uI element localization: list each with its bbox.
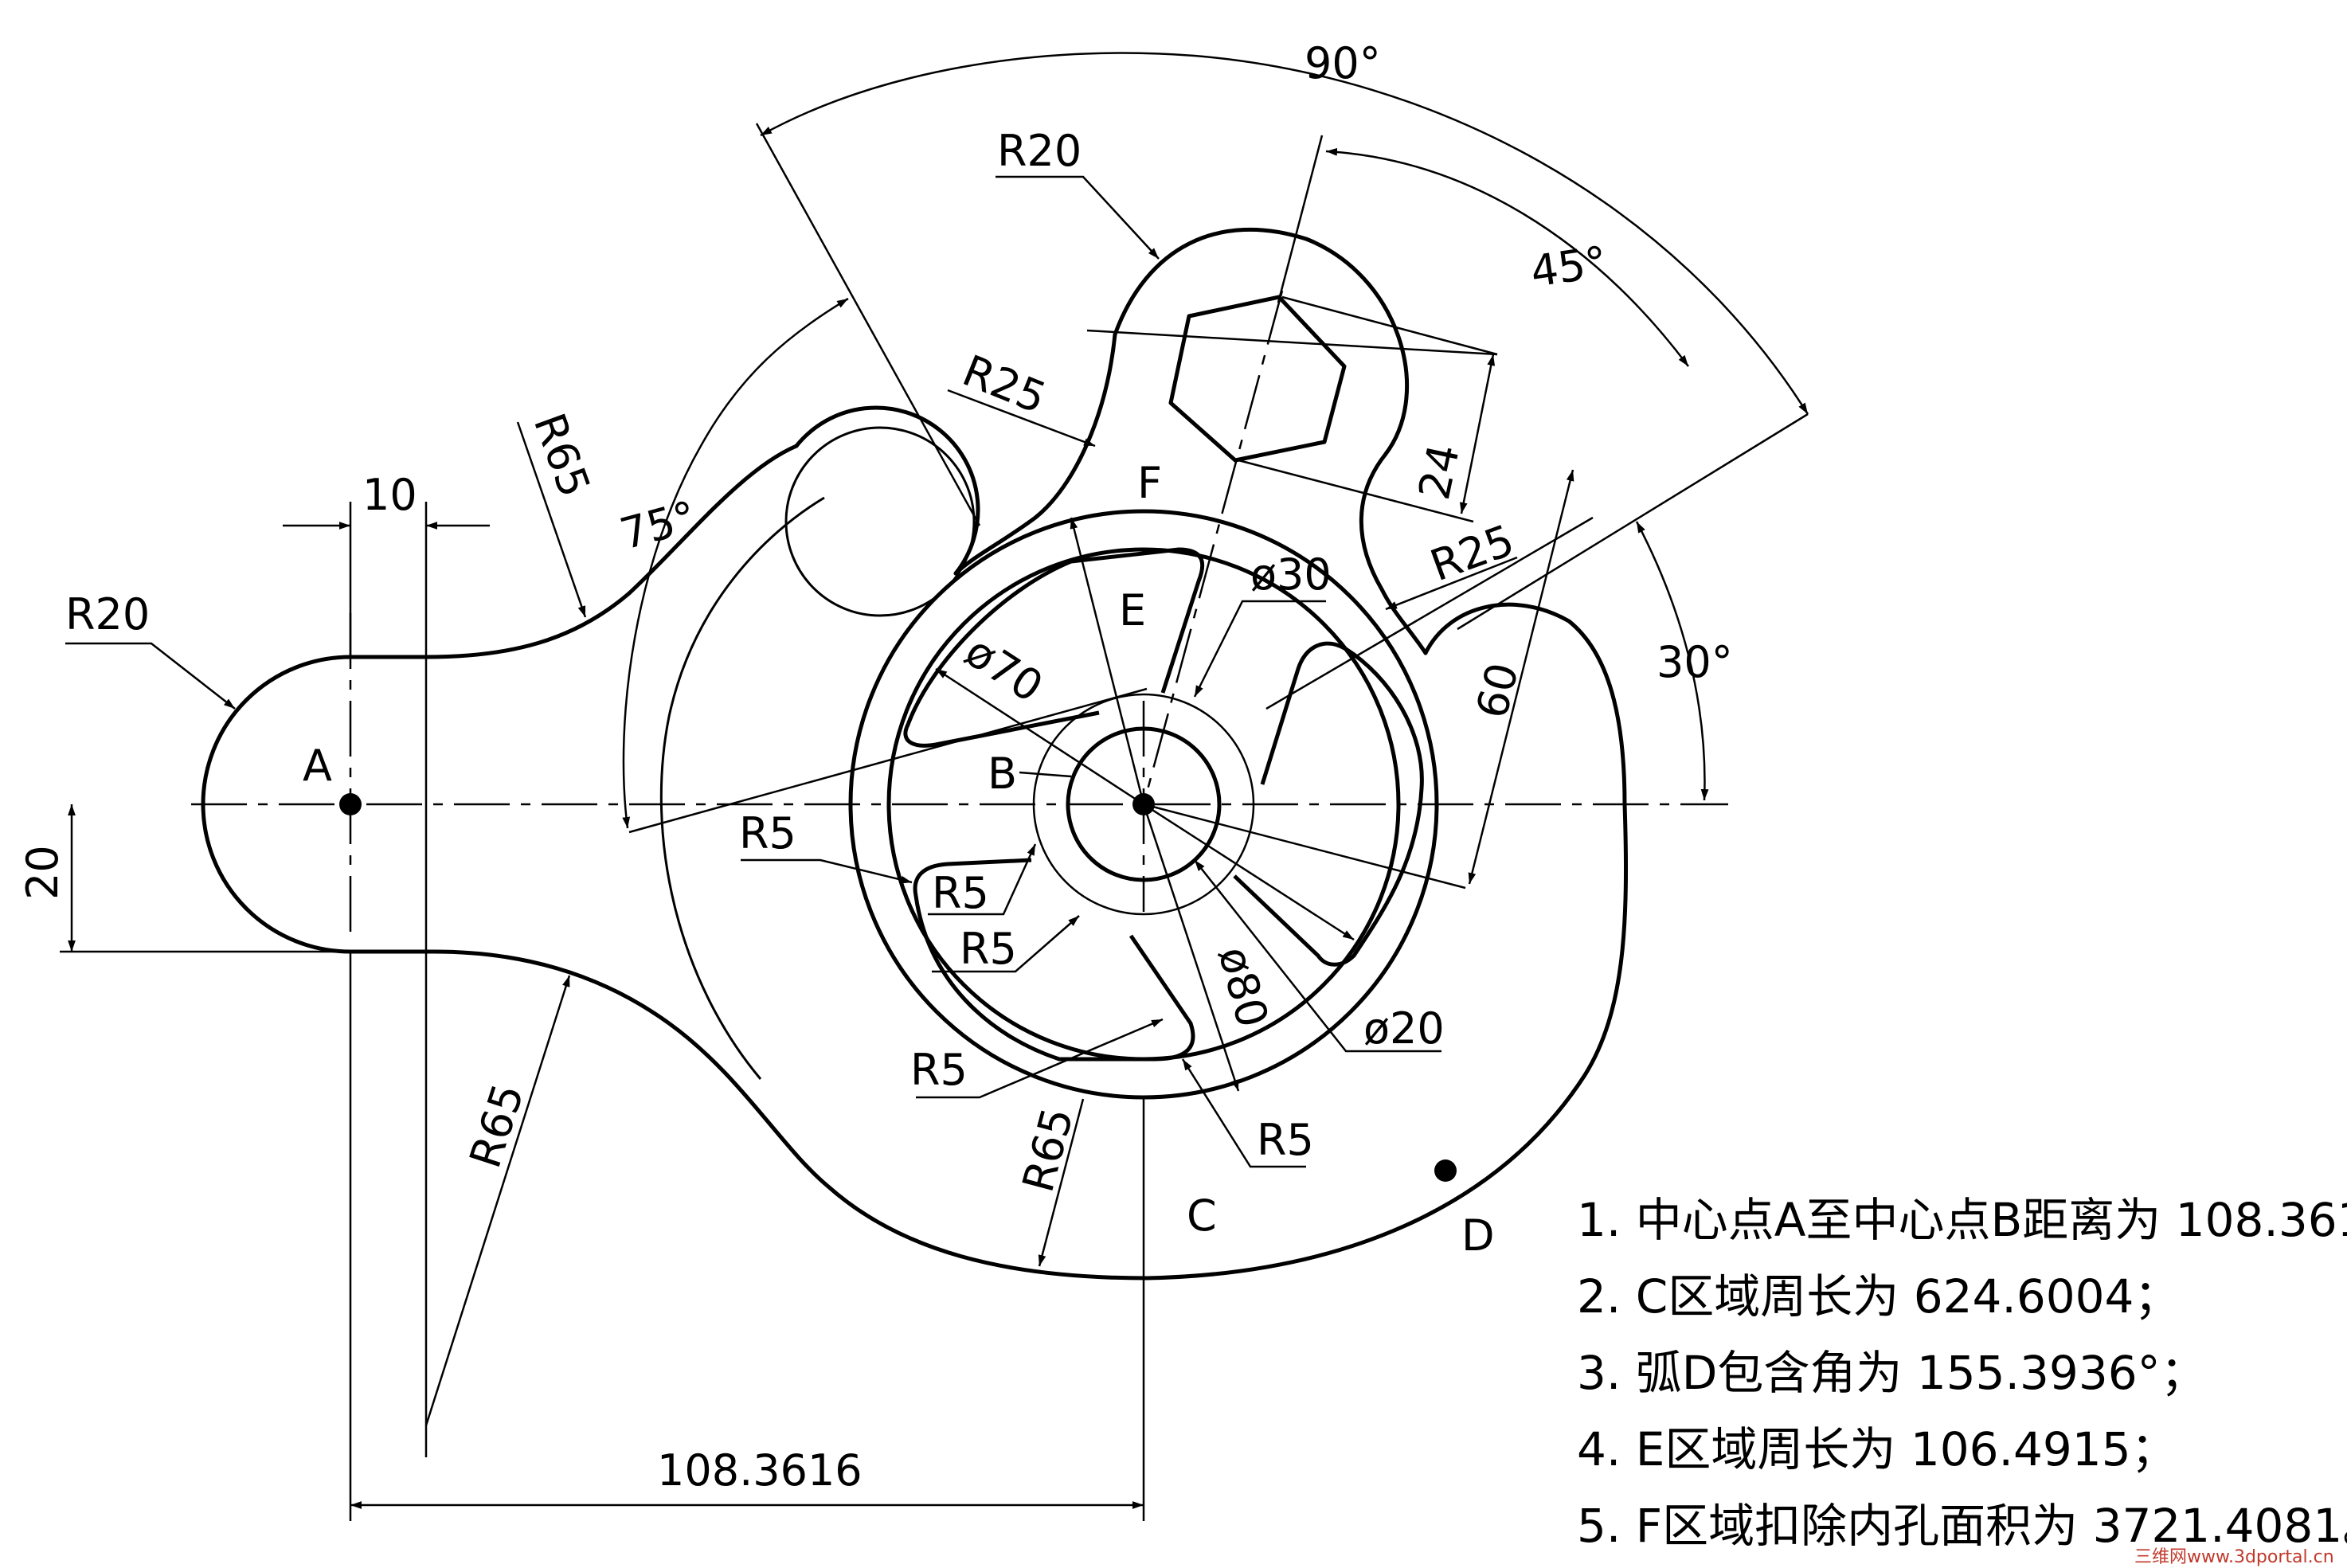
big-r65-bottom-arc [826, 802, 1629, 1281]
dim-r5-a: R5 [739, 808, 796, 858]
center-point-a [339, 793, 362, 815]
leader-r5-c [932, 915, 1080, 973]
leader-phi20 [1194, 859, 1441, 1053]
hex-axis-line [1142, 290, 1284, 805]
note-5: 5. F区域扣除内孔面积为 3721.4081。 [1577, 1499, 2347, 1553]
dim-angle-75-label: 75° [615, 491, 702, 560]
dim-r65-lower: R65 [460, 1078, 534, 1175]
notes: 1. 中心点A至中心点B距离为 108.3616； 2. C区域周长为 624.… [1577, 1193, 2347, 1553]
dim-angle-45 [1325, 147, 1689, 367]
ext-60-lower [1143, 803, 1466, 890]
leader-r65-lower [424, 975, 571, 1426]
dim-angle-30 [1635, 521, 1709, 801]
upper-r65-blend [424, 444, 799, 659]
inner-ring [848, 509, 1439, 1100]
dim-r25-right: R25 [1424, 515, 1520, 592]
ext-75-90 [755, 123, 981, 526]
dim-r5-e: R5 [1257, 1115, 1314, 1165]
slot-60-axis [628, 687, 1148, 834]
label-c: C [1187, 1191, 1217, 1241]
leader-phi70 [935, 667, 1144, 806]
dim-r5-b: R5 [932, 868, 989, 918]
note-3: 3. 弧D包含角为 155.3936°； [1577, 1346, 2207, 1400]
leader-r25-upper [947, 389, 1096, 448]
dim-phi80: ø80 [1208, 941, 1277, 1033]
dim-r5-d: R5 [910, 1045, 968, 1095]
ext-24-top [1281, 295, 1498, 356]
ext-45 [1277, 135, 1324, 303]
slot-right [1233, 641, 1424, 967]
circle-phi80 [848, 509, 1439, 1100]
right-slot-tip [1423, 602, 1627, 807]
slot-upper-left [903, 547, 1205, 748]
label-f: F [1137, 458, 1162, 508]
dim-r65-upper: R65 [524, 407, 600, 503]
dim-60 [1468, 469, 1574, 885]
label-b: B [988, 749, 1017, 799]
point-d [1434, 1159, 1457, 1182]
dim-hex-24: 24 [1409, 440, 1469, 503]
leader-r65-upper [516, 421, 587, 618]
note-1: 1. 中心点A至中心点B距离为 108.3616； [1577, 1193, 2347, 1247]
dim-phi70: ø70 [956, 626, 1052, 712]
ext-24-lower [1238, 459, 1474, 523]
dimension-lines [60, 52, 1809, 1521]
dim-r5-c: R5 [960, 924, 1017, 974]
center-point-b [1132, 793, 1155, 815]
dim-r20-left: R20 [65, 589, 150, 639]
leader-r25-right [1385, 556, 1518, 611]
dim-phi20: ø20 [1363, 1003, 1445, 1054]
dim-angle-45-label: 45° [1528, 237, 1610, 297]
leader-b [1019, 771, 1072, 778]
leader-r5-b [928, 843, 1037, 916]
dim-distance-ab: 108.3616 [657, 1445, 863, 1496]
slot-lower-left [913, 858, 1195, 1062]
dim-24 [1459, 354, 1496, 514]
leader-phi80 [1070, 517, 1145, 805]
label-d: D [1461, 1210, 1495, 1261]
dim-r65-bottom: R65 [1013, 1102, 1083, 1197]
note-4: 4. E区域周长为 106.4915； [1577, 1422, 2177, 1476]
ext-24-upper [1086, 329, 1498, 356]
circle-phi30 [1032, 693, 1255, 916]
point-labels: A B C D E F [303, 458, 1495, 1261]
circle-phi20 [1066, 726, 1222, 882]
spoke-slots [903, 547, 1424, 1062]
dim-angle-90-label: 90° [1305, 38, 1381, 88]
lower-r65-blend [432, 949, 831, 1189]
top-r20-lobe [1113, 227, 1410, 456]
ext-30-upper [1457, 413, 1809, 631]
left-boss-arc [201, 655, 353, 954]
leader-r20-left [65, 642, 236, 710]
leader-r5-e [1181, 1058, 1306, 1168]
leader-r20-top [996, 175, 1160, 260]
dim-angle-30-label: 30° [1657, 637, 1733, 687]
label-e: E [1119, 585, 1146, 635]
leader-phi80-far [1142, 804, 1240, 1092]
small-circle-arc [794, 405, 980, 576]
dim-phi30: ø30 [1250, 549, 1332, 600]
leader-r5-a [741, 858, 913, 884]
right-r25-blend [1359, 452, 1428, 655]
leader-phi30 [1193, 600, 1326, 698]
dimension-labels: R20 R20 10 20 R65 R65 R65 75° 90° 45° 30… [18, 38, 1733, 1496]
dim-height-20: 20 [18, 845, 68, 900]
dim-r20-top: R20 [997, 126, 1082, 176]
watermark: 三维网www.3dportal.cn [2134, 1547, 2334, 1567]
label-a: A [303, 741, 332, 791]
region-c-construction-arc [659, 496, 825, 1080]
leader-phi70-far [1143, 803, 1355, 941]
leader-r5-d [916, 1018, 1164, 1099]
dim-slot-60: 60 [1466, 658, 1528, 723]
note-2: 2. C区域周长为 624.6004； [1577, 1269, 2180, 1324]
leader-r65-bottom [1038, 1098, 1085, 1267]
dim-width-10: 10 [362, 470, 417, 520]
